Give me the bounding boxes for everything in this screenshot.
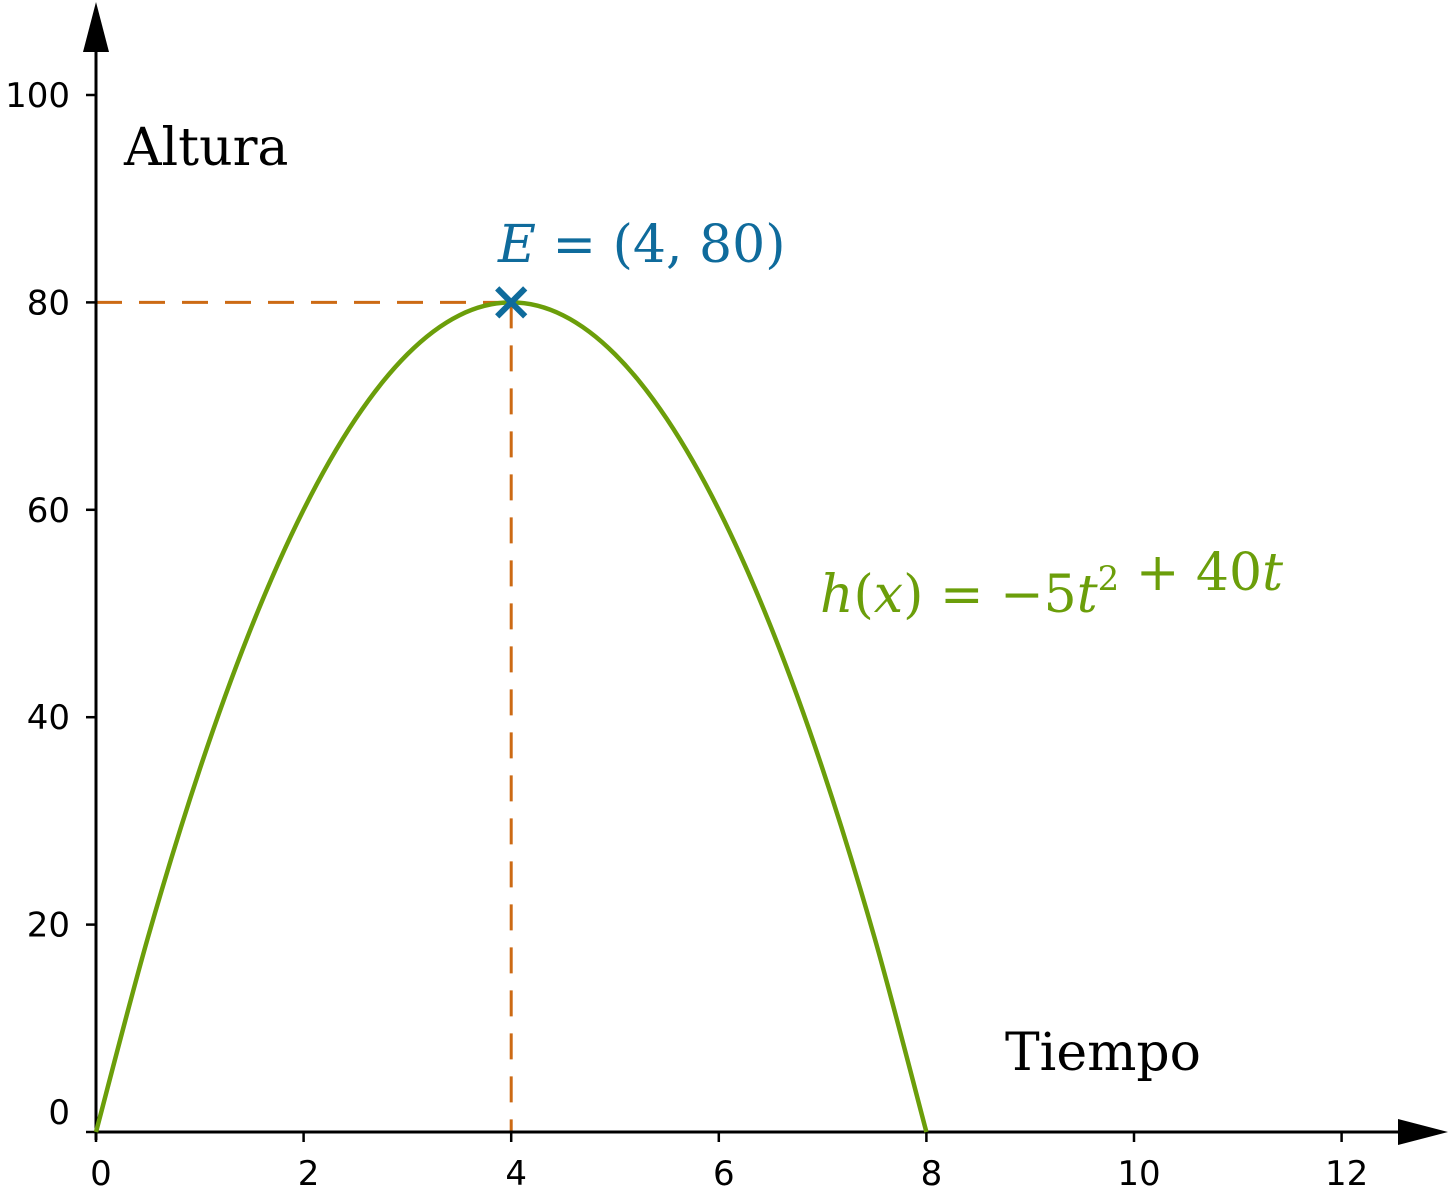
x-axis-ticks: 0 2 4 6 8 10 12 bbox=[90, 1132, 1368, 1187]
y-axis-ticks: 0 20 40 60 80 100 bbox=[5, 76, 96, 1134]
x-tick-label: 8 bbox=[921, 1154, 943, 1187]
x-tick-label: 0 bbox=[90, 1154, 112, 1187]
y-tick-label: 0 bbox=[48, 1093, 70, 1133]
y-axis-arrowhead bbox=[83, 2, 109, 52]
x-tick-label: 2 bbox=[298, 1154, 320, 1187]
y-tick-label: 100 bbox=[5, 76, 70, 116]
x-tick-label: 10 bbox=[1117, 1154, 1160, 1187]
x-tick-label: 12 bbox=[1325, 1154, 1368, 1187]
x-tick-label: 4 bbox=[505, 1154, 527, 1187]
y-axis-title: Altura bbox=[123, 118, 288, 178]
y-tick-label: 40 bbox=[27, 698, 70, 738]
vertex-marker bbox=[495, 286, 528, 319]
vertex-label: E = (4, 80) bbox=[497, 215, 785, 275]
y-tick-label: 60 bbox=[27, 491, 70, 531]
x-tick-label: 6 bbox=[713, 1154, 735, 1187]
y-tick-label: 80 bbox=[27, 283, 70, 323]
formula-label: h(x) = −5t2 + 40t bbox=[820, 543, 1283, 625]
y-tick-label: 20 bbox=[27, 906, 70, 946]
x-axis-arrowhead bbox=[1398, 1119, 1448, 1145]
x-axis-title: Tiempo bbox=[1005, 1023, 1201, 1083]
